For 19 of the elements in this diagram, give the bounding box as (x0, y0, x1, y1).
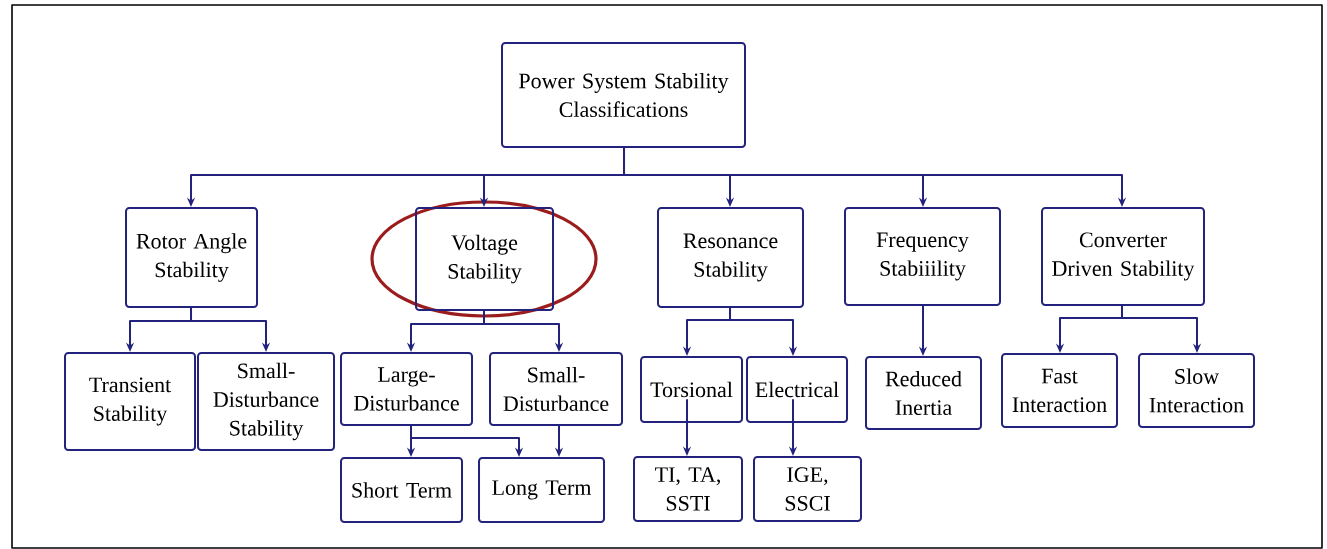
category-box: Slow Interaction (1138, 353, 1255, 428)
category-box: Fast Interaction (1001, 353, 1118, 428)
category-box: TI, TA, SSTI (633, 456, 743, 522)
category-box: Power System Stability Classifications (501, 42, 746, 148)
category-box: Voltage Stability (415, 207, 554, 311)
category-box: Resonance Stability (657, 207, 804, 308)
category-box: Reduced Inertia (865, 356, 982, 430)
category-box: Rotor Angle Stability (125, 207, 258, 308)
category-box: Small-Disturbance (489, 352, 623, 426)
category-box: Torsional (640, 356, 743, 423)
category-box: Long Term (478, 457, 605, 523)
category-box: Small-Disturbance Stability (197, 352, 335, 451)
category-box: Electrical (746, 356, 848, 423)
category-box: Converter Driven Stability (1041, 207, 1205, 306)
category-box: Transient Stability (64, 352, 196, 451)
category-box: Frequency Stabiiility (844, 207, 1001, 306)
category-box: Short Term (340, 457, 463, 523)
category-box: Large-Disturbance (340, 352, 473, 426)
category-box: IGE, SSCI (753, 456, 862, 522)
